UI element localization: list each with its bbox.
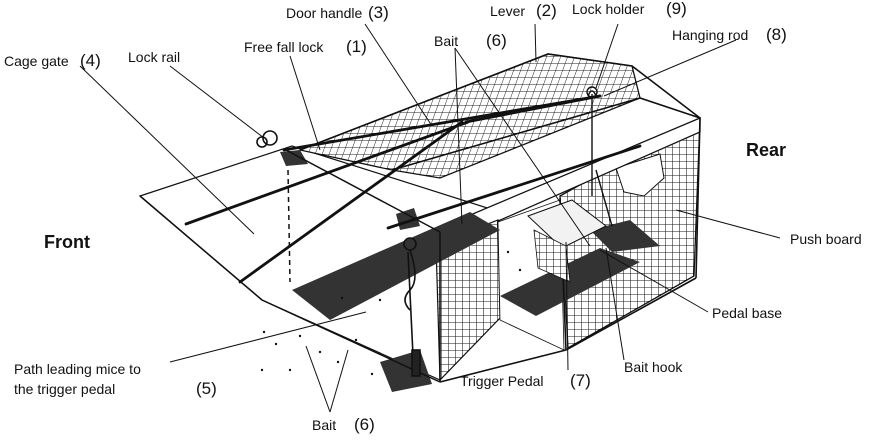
label-trigger-pedal: Trigger Pedal — [460, 373, 544, 389]
leader-lines — [79, 23, 781, 413]
label-path-num: (5) — [196, 379, 217, 398]
label-lever-num: (2) — [536, 1, 557, 20]
label-push-board: Push board — [790, 231, 862, 247]
label-bait-top-num: (6) — [486, 31, 507, 50]
label-bait-top: Bait — [434, 33, 458, 49]
label-rear: Rear — [746, 140, 786, 160]
label-pedal-base: Pedal base — [712, 305, 782, 321]
label-hanging-rod: Hanging rod — [672, 27, 748, 43]
label-path-line2: the trigger pedal — [14, 381, 115, 397]
label-path-line1: Path leading mice to — [14, 361, 141, 377]
label-lock-holder: Lock holder — [572, 1, 645, 17]
label-cage-gate-num: (4) — [80, 51, 101, 70]
label-free-fall-lock-num: (1) — [346, 37, 367, 56]
cage-top-mesh — [297, 53, 641, 179]
labels: Door handle (3) Lever (2) Lock holder (9… — [4, 0, 862, 434]
label-door-handle-num: (3) — [368, 3, 389, 22]
label-lock-holder-num: (9) — [666, 0, 687, 18]
bait-crumbs — [260, 250, 522, 376]
label-bait-bottom: Bait — [312, 417, 336, 433]
label-lock-rail: Lock rail — [128, 49, 180, 65]
label-cage-gate: Cage gate — [4, 53, 69, 69]
label-trigger-pedal-num: (7) — [570, 371, 591, 390]
label-lever: Lever — [490, 3, 525, 19]
rods — [184, 94, 642, 284]
label-bait-bottom-num: (6) — [354, 415, 375, 434]
label-front: Front — [44, 232, 90, 252]
label-hanging-rod-num: (8) — [766, 25, 787, 44]
label-free-fall-lock: Free fall lock — [244, 39, 324, 55]
label-door-handle: Door handle — [286, 5, 362, 21]
cage-gate-frame — [139, 149, 441, 383]
label-bait-hook: Bait hook — [624, 359, 683, 375]
trigger-pedal — [527, 199, 607, 283]
